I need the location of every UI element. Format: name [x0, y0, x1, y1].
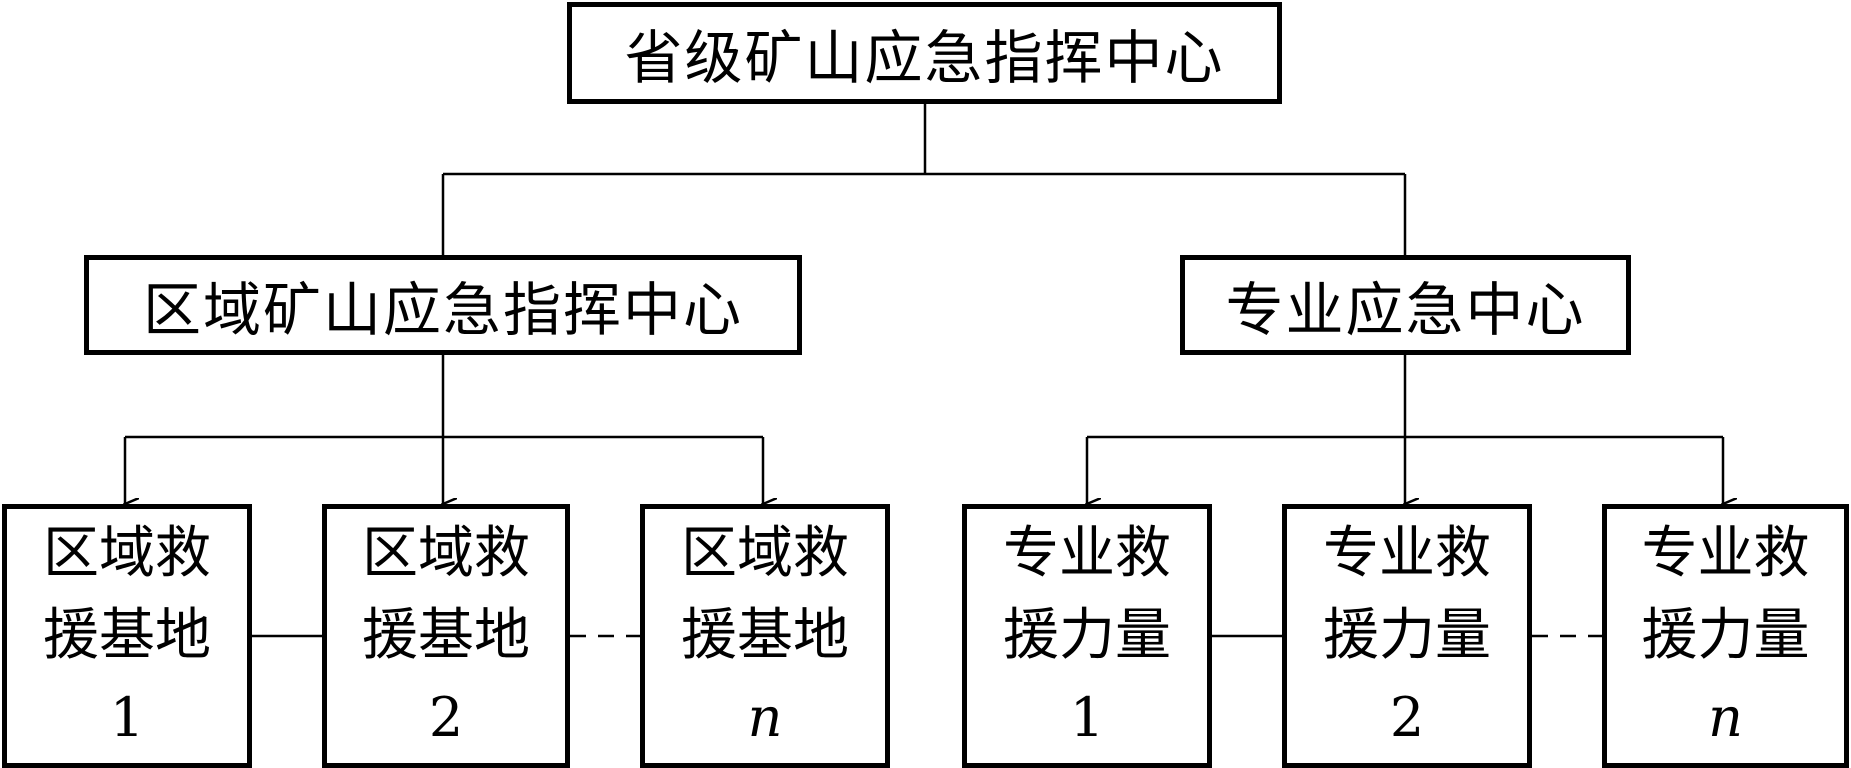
- leaf-line1: 区域救: [43, 521, 211, 586]
- leaf-line2: 援基地: [362, 603, 530, 668]
- professional-rescue-force-n: 专业救 援力量 n: [1602, 504, 1849, 768]
- professional-emergency-center-label: 专业应急中心: [1225, 276, 1586, 344]
- leaf-index: 2: [428, 686, 464, 749]
- leaf-line2: 援基地: [681, 603, 849, 668]
- leaf-index: n: [1708, 686, 1743, 749]
- provincial-command-center: 省级矿山应急指挥中心: [567, 2, 1282, 104]
- leaf-index: 2: [1389, 686, 1425, 749]
- leaf-line1: 区域救: [681, 521, 849, 586]
- leaf-line1: 区域救: [362, 521, 530, 586]
- leaf-line2: 援力量: [1323, 603, 1491, 668]
- regional-rescue-base-1: 区域救 援基地 1: [2, 504, 252, 768]
- regional-command-center: 区域矿山应急指挥中心: [84, 255, 802, 355]
- leaf-line2: 援力量: [1003, 603, 1171, 668]
- leaf-line2: 援基地: [43, 603, 211, 668]
- regional-command-center-label: 区域矿山应急指挥中心: [142, 276, 743, 344]
- regional-rescue-base-2: 区域救 援基地 2: [322, 504, 570, 768]
- professional-rescue-force-1: 专业救 援力量 1: [962, 504, 1212, 768]
- regional-rescue-base-n: 区域救 援基地 n: [640, 504, 890, 768]
- leaf-line1: 专业救: [1641, 521, 1810, 586]
- leaf-index: 1: [1069, 686, 1105, 749]
- leaf-index: n: [747, 686, 783, 749]
- professional-rescue-force-2: 专业救 援力量 2: [1282, 504, 1532, 768]
- professional-emergency-center: 专业应急中心: [1180, 255, 1631, 355]
- leaf-line1: 专业救: [1003, 521, 1171, 586]
- leaf-line2: 援力量: [1641, 603, 1810, 668]
- provincial-command-center-label: 省级矿山应急指挥中心: [624, 24, 1225, 92]
- leaf-line1: 专业救: [1323, 521, 1491, 586]
- leaf-index: 1: [109, 686, 145, 749]
